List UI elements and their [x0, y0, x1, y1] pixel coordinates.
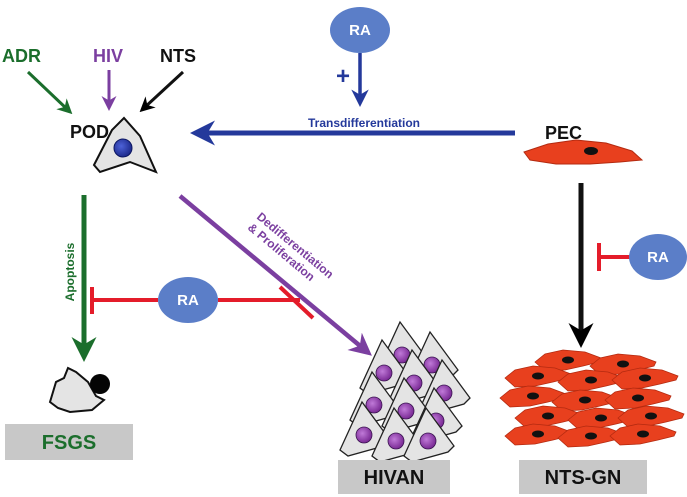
transdifferentiation-label: Transdifferentiation [308, 116, 420, 130]
ra-node-top: RA [330, 7, 390, 53]
nts-label: NTS [160, 46, 196, 66]
plus-sign: + [336, 63, 350, 90]
nts-arrow [139, 70, 185, 113]
ra-node-right: RA [629, 234, 687, 280]
pec-cell-cluster [499, 349, 685, 448]
pec-cell [523, 139, 644, 165]
ra-label-top: RA [349, 22, 371, 39]
nts-gn-box [519, 460, 647, 494]
pec-label: PEC [545, 123, 582, 143]
podocyte-cell [92, 116, 158, 174]
apoptosis-label: Apoptosis [63, 242, 77, 301]
fsgs-box [5, 424, 133, 460]
dedifferentiation-arrow [178, 194, 372, 356]
ra-label-middle: RA [177, 292, 199, 309]
nts-gn-label: NTS-GN [545, 467, 622, 489]
pod-label: POD [70, 122, 109, 142]
apoptotic-podocyte [48, 366, 110, 414]
adr-arrow [26, 70, 73, 115]
fsgs-label: FSGS [42, 432, 96, 454]
hiv-label: HIV [93, 46, 123, 66]
ra-label-right: RA [647, 249, 669, 266]
ra-node-middle: RA [158, 277, 218, 323]
hivan-label: HIVAN [364, 467, 425, 489]
hivan-box [338, 460, 450, 494]
adr-label: ADR [2, 46, 41, 66]
dedifferentiation-label: Dedifferentiation & Proliferation [245, 210, 336, 284]
ra-inhibit-right-bar [278, 285, 315, 320]
